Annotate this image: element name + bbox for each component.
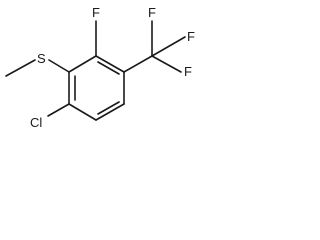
ring-double-bond-c4-c5: [97, 101, 120, 115]
benzene-ring: [68, 55, 125, 121]
ring-bond-c1-c2: [68, 55, 97, 73]
bond-ring-s: [48, 59, 70, 73]
ring-bond-c5-c6: [68, 103, 97, 121]
atom-label-cl: Cl: [30, 115, 42, 130]
chemical-structure-diagram: S F F F F Cl: [5, 5, 195, 130]
ring-bond-c2-c3: [95, 55, 125, 73]
bond-cf3-f-bottom: [151, 55, 182, 73]
atom-label-f-ring: F: [92, 5, 100, 20]
ring-double-bond-c2-c3: [97, 61, 120, 75]
ring-bond-c4-c5: [95, 103, 125, 121]
bond-ring-cl: [47, 103, 70, 117]
bond-cf3-f-right: [151, 36, 186, 57]
atom-label-f-cf3-top: F: [148, 5, 156, 20]
atom-label-f-cf3-right: F: [187, 29, 195, 44]
atom-label-f-cf3-bottom: F: [184, 64, 192, 79]
bond-s-methyl: [5, 59, 36, 77]
atom-label-s: S: [37, 51, 46, 66]
bond-ring-cf3: [123, 55, 153, 73]
